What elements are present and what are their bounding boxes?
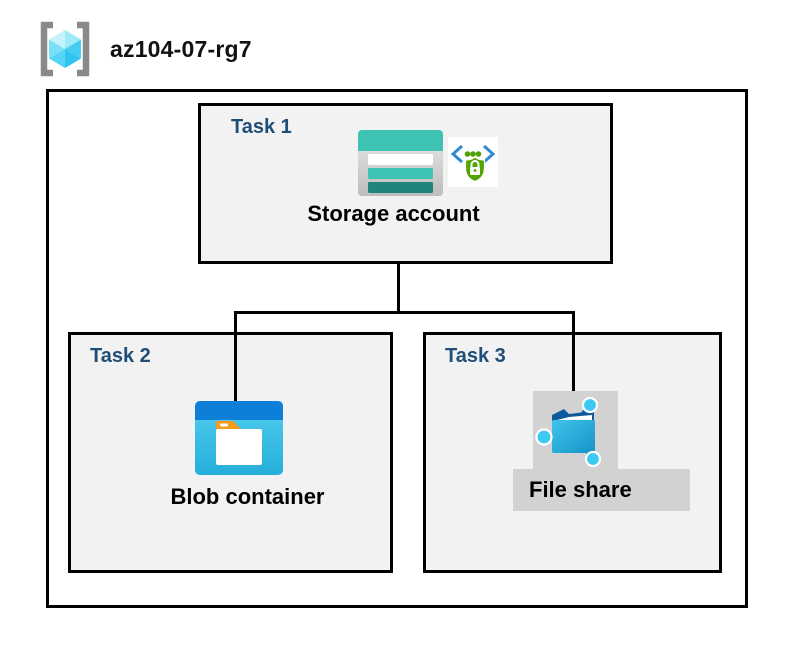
storage-account-caption: Storage account <box>307 201 480 226</box>
task-1-label: Task 1 <box>231 116 292 138</box>
task-2-box: Task 2 Blob container <box>68 332 393 573</box>
file-share-icon <box>533 391 618 469</box>
task-2-label: Task 2 <box>90 345 151 367</box>
task-1-box: Task 1 Storage account <box>198 103 613 264</box>
resource-group-icon <box>40 21 90 77</box>
connector-storage-trunk <box>397 264 400 314</box>
blob-container-caption: Blob container <box>170 484 325 509</box>
storage-account-icon <box>358 130 443 196</box>
resource-group-name: az104-07-rg7 <box>110 35 252 62</box>
file-share-caption-band: File share <box>513 469 690 511</box>
file-share-caption: File share <box>529 477 632 502</box>
resource-group-header: az104-07-rg7 <box>0 0 788 88</box>
task-3-label: Task 3 <box>445 345 506 367</box>
blob-container-icon <box>195 401 283 475</box>
connector-to-blob-container <box>234 311 237 401</box>
connector-branch-horizontal <box>234 311 575 314</box>
task-3-box: Task 3 File share <box>423 332 722 573</box>
shared-access-signature-icon <box>448 137 498 187</box>
connector-to-file-share <box>572 311 575 391</box>
